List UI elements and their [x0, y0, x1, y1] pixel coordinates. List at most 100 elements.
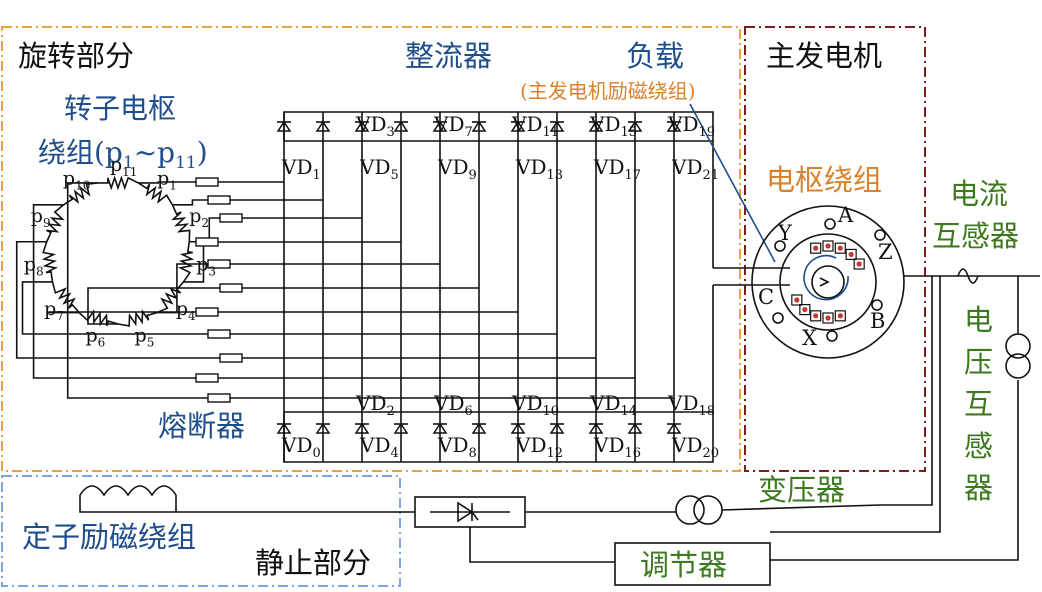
diode-top-0: [276, 120, 292, 132]
main-generator-label: 主发电机: [766, 39, 882, 73]
rotor-coil-p5: [117, 309, 158, 327]
diode-bottom-2: [354, 422, 370, 434]
stator-slot: [825, 243, 831, 249]
rotor-coil-label: p6: [85, 325, 105, 350]
fuse: [219, 283, 243, 293]
diode-label-VD18: VD18: [667, 391, 715, 419]
diode-bottom-5: [471, 422, 487, 434]
current-transformer-label-2: 互感器: [932, 219, 1019, 253]
main-generator-symbol: [751, 205, 905, 359]
diode-label-VD5: VD5: [359, 155, 399, 183]
diode-label-VD17: VD17: [593, 155, 641, 183]
rotor-coil-label: p1: [157, 168, 177, 193]
diode-label-VD2: VD2: [355, 391, 395, 419]
diode-top-1: [315, 120, 331, 132]
diode-label-VD6: VD6: [433, 391, 473, 419]
diode-label-VD7: VD7: [433, 112, 473, 140]
voltage-transformer-char: 感: [964, 429, 993, 463]
rotor-coil-p6: [78, 309, 119, 327]
rotor-coil-p10: [63, 182, 98, 206]
diode-label-VD15: VD15: [589, 112, 637, 140]
fuse: [207, 393, 231, 403]
diode-bottom-7: [549, 422, 565, 434]
fuse: [207, 195, 231, 205]
fuse: [219, 213, 243, 223]
diode-bottom-4: [432, 422, 448, 434]
stationary-part-region: [1, 475, 401, 587]
diode-label-VD3: VD3: [355, 112, 395, 140]
diode-bottom-10: [666, 422, 682, 434]
phase-y-label: Y: [777, 221, 793, 245]
phase-a-label: A: [837, 203, 854, 227]
rotor-coil-label: p11: [110, 154, 137, 179]
diode-label-VD0: VD0: [281, 433, 321, 461]
stator-slot: [813, 313, 819, 319]
diode-bottom-8: [588, 422, 604, 434]
diode-bottom-3: [393, 422, 409, 434]
armature-winding-label: 电枢绕组: [766, 163, 882, 197]
fuse: [195, 373, 219, 383]
current-transformer-label-1: 电流: [950, 177, 1008, 211]
diode-label-VD12: VD12: [515, 433, 563, 461]
voltage-transformer-char: 电: [964, 303, 993, 337]
diode-label-VD11: VD11: [511, 112, 559, 140]
stator-slot: [813, 245, 819, 251]
transformer-label: 变压器: [758, 473, 845, 507]
fuse: [195, 237, 219, 247]
diode-label-VD1: VD1: [281, 155, 321, 183]
diode-top-6: [510, 120, 526, 132]
rotor-coil-label: p9: [31, 205, 51, 230]
fuse: [207, 329, 231, 339]
diode-label-VD4: VD4: [359, 433, 399, 461]
phase-x-label: X: [802, 326, 817, 350]
diode-bottom-0: [276, 422, 292, 434]
diode-label-VD9: VD9: [437, 155, 477, 183]
stator-slot: [837, 313, 843, 319]
rotor-coil-p2: [171, 204, 191, 242]
diode-label-VD16: VD16: [593, 433, 641, 461]
stator-slot: [848, 251, 854, 258]
diode-top-5: [471, 120, 487, 132]
diode-bottom-6: [510, 422, 526, 434]
diode-label-VD20: VD20: [671, 433, 719, 461]
fuse-label: 熔断器: [158, 409, 245, 443]
stator-slot: [837, 245, 843, 251]
diode-label-VD13: VD13: [515, 155, 563, 183]
top-bus: [283, 111, 714, 268]
stationary-part-label: 静止部分: [255, 546, 371, 580]
fuse: [219, 353, 243, 363]
diode-label-VD21: VD21: [671, 155, 719, 183]
stator-excitation-label: 定子励磁绕组: [22, 520, 196, 554]
stator-slot: [794, 297, 800, 303]
diode-bottom-1: [315, 422, 331, 434]
stator-slot: [856, 261, 862, 267]
stator-slot: [802, 306, 808, 313]
diode-top-10: [666, 120, 682, 132]
diode-label-VD14: VD14: [589, 391, 637, 419]
diode-label-VD8: VD8: [437, 433, 477, 461]
load-sublabel: (主发电机励磁绕组): [520, 79, 696, 103]
diode-labels: VD1VD3VD5VD7VD9VD11VD13VD15VD17VD19VD21V…: [281, 112, 719, 461]
rotor-coil-label: p8: [24, 253, 44, 278]
rotor-coil-label: p7: [44, 298, 64, 323]
diode-bottom-9: [627, 422, 643, 434]
voltage-transformer-symbol: [1005, 333, 1031, 359]
rotating-part-region: [1, 26, 741, 472]
fuse: [195, 177, 219, 187]
phase-b-label: B: [870, 309, 885, 333]
stator-excitation-coil: [79, 485, 177, 497]
rotor-coil-p8: [41, 241, 59, 283]
load-pointer: [689, 103, 776, 263]
rotor-coil-p1: [137, 182, 174, 206]
phase-c-label: C: [758, 285, 774, 309]
diode-top-7: [549, 120, 565, 132]
regulator-label: 调节器: [640, 548, 727, 582]
main-generator-region: [744, 26, 926, 472]
rotor-coil-label: p4: [176, 298, 196, 323]
diode-top-4: [432, 120, 448, 132]
rotor-coil-p9: [46, 204, 65, 243]
rectifier-label: 整流器: [405, 39, 492, 73]
rotor-coil-p4: [156, 281, 185, 314]
